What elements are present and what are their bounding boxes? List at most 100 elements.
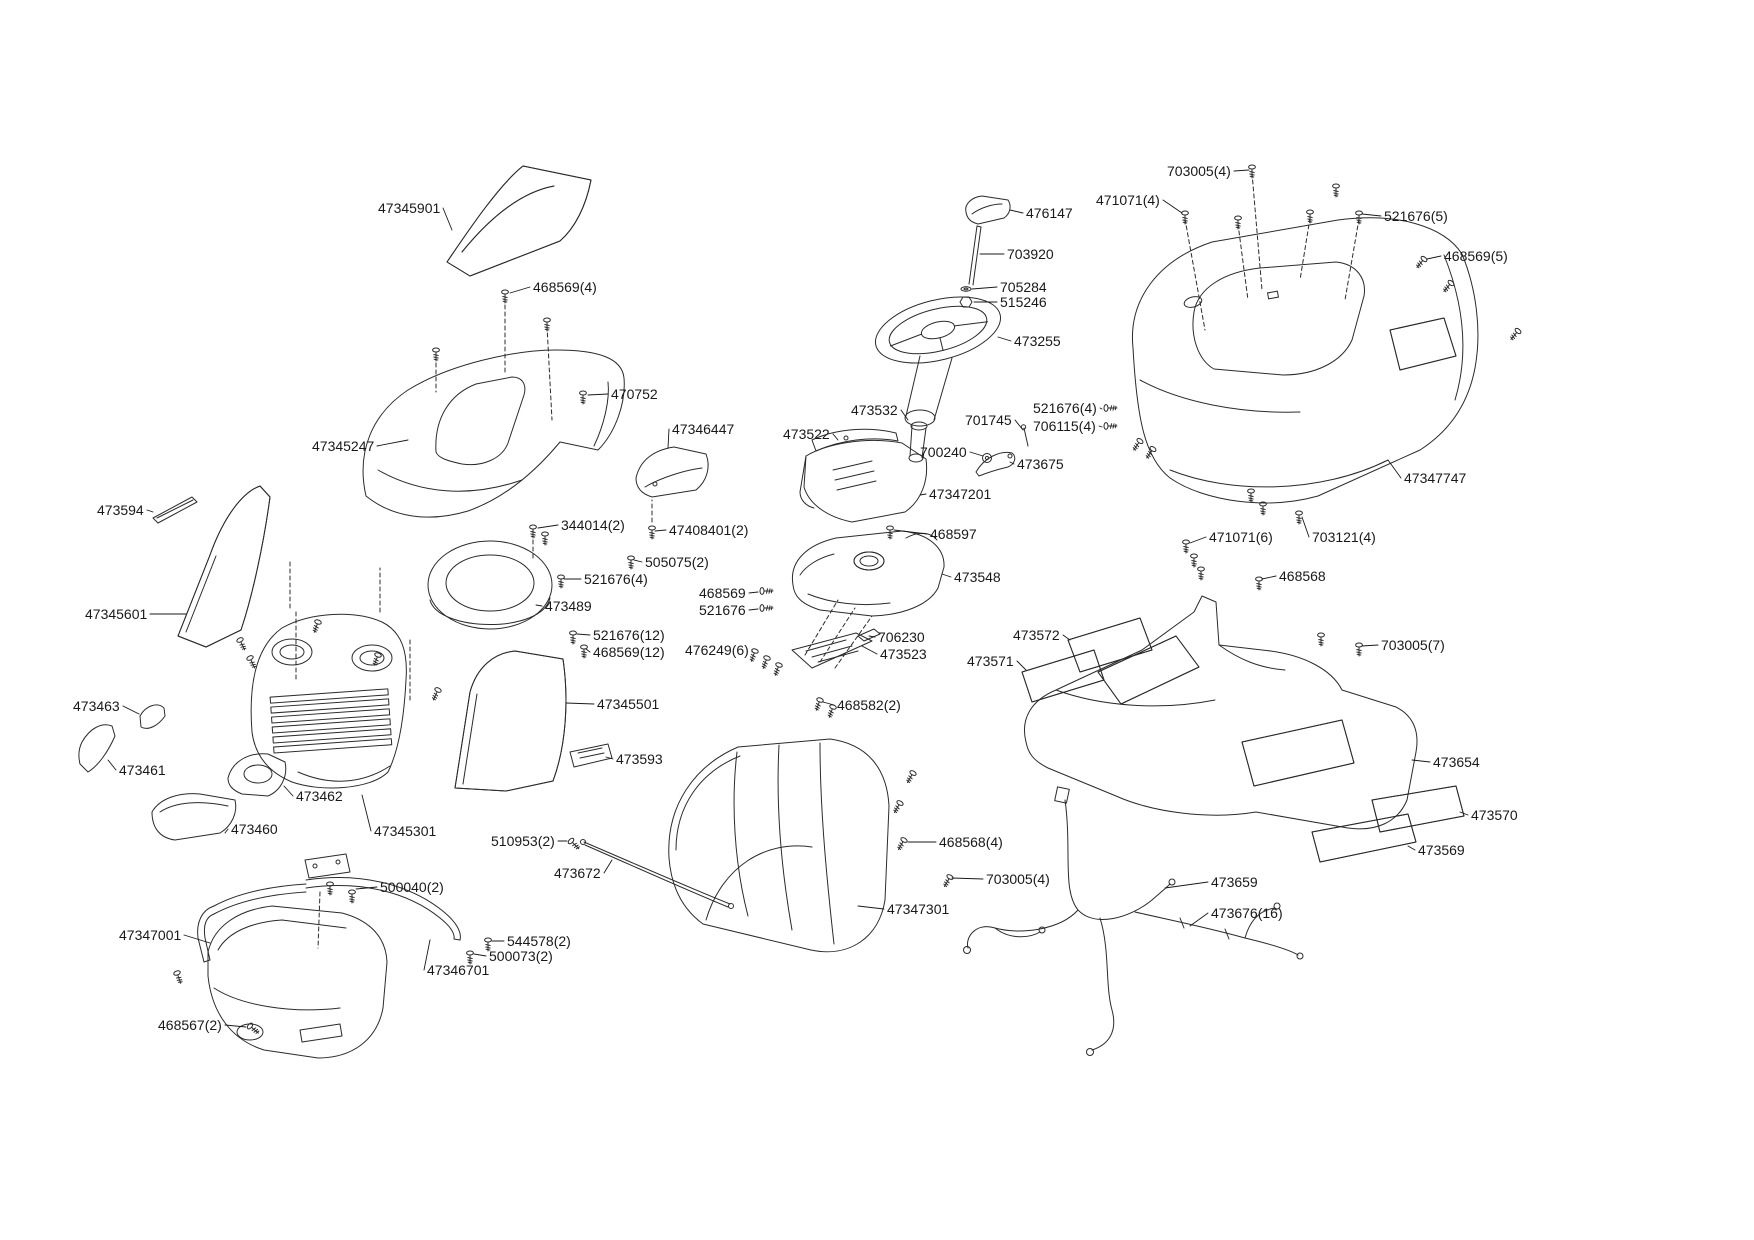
- part-label-473571: 473571: [967, 653, 1014, 669]
- leader-line: [535, 604, 543, 607]
- part-label-521676: 521676: [699, 602, 746, 618]
- leader-line: [603, 859, 613, 874]
- part-drawing-bumper-shell-47347001: [207, 905, 388, 1059]
- part-drawing-dash-bowl-473489: [427, 540, 553, 630]
- part-label-47408401-2: 47408401(2): [669, 522, 749, 538]
- part-drawing-right-mesh-panel-47345501: [454, 650, 567, 792]
- part-label-468567-2: 468567(2): [158, 1017, 222, 1033]
- leader-line: [654, 529, 667, 532]
- part-label-473675: 473675: [1017, 456, 1064, 472]
- leader-line: [919, 493, 927, 496]
- leader-line: [1233, 169, 1250, 172]
- leader-line: [224, 1024, 247, 1028]
- part-drawing-hood-top-47345247: [362, 349, 625, 518]
- part-drawing-body-shell-47347747: [1131, 217, 1479, 504]
- part-label-703920: 703920: [1007, 246, 1054, 262]
- leader-line: [822, 701, 835, 706]
- leader-line: [473, 953, 487, 957]
- part-label-476249-6: 476249(6): [685, 642, 749, 658]
- part-drawing-bracket-473460: [151, 793, 237, 841]
- part-label-521676-4: 521676(4): [1033, 400, 1097, 416]
- part-drawing-dash-strip-473522: [811, 428, 899, 452]
- leader-line: [1301, 516, 1310, 538]
- part-label-473463: 473463: [73, 698, 120, 714]
- part-label-468569-5: 468569(5): [1444, 248, 1508, 264]
- part-label-471071-6: 471071(6): [1209, 529, 1273, 545]
- part-label-521676-12: 521676(12): [593, 627, 665, 643]
- part-label-473659: 473659: [1211, 874, 1258, 890]
- leader-line: [1407, 845, 1416, 851]
- part-drawing-floor-pan-473654: [1024, 595, 1418, 830]
- leader-line: [748, 591, 759, 594]
- leader-line: [997, 336, 1012, 342]
- leader-line: [183, 934, 211, 944]
- part-drawing-mat-473570: [1371, 785, 1465, 833]
- leader-line: [442, 207, 453, 231]
- part-label-473593: 473593: [616, 751, 663, 767]
- part-label-701745: 701745: [965, 412, 1012, 428]
- part-drawing-left-mesh-panel-47345601: [177, 485, 271, 648]
- leader-line: [1016, 660, 1027, 671]
- leader-line: [1387, 459, 1402, 479]
- part-drawing-wiring-harness-473659: [963, 786, 1304, 1056]
- part-label-521676-4: 521676(4): [584, 571, 648, 587]
- leader-line: [1189, 536, 1207, 544]
- part-label-473489: 473489: [545, 598, 592, 614]
- part-label-468569-12: 468569(12): [593, 644, 665, 660]
- leader-line: [857, 905, 885, 910]
- leader-line: [1361, 644, 1379, 647]
- part-label-47345601: 47345601: [85, 606, 148, 622]
- leader-line: [376, 439, 409, 447]
- part-label-703005-4: 703005(4): [1167, 163, 1231, 179]
- leader-line: [1361, 213, 1382, 217]
- part-label-47345901: 47345901: [378, 200, 441, 216]
- part-drawing-support-rod-473672: [580, 839, 734, 909]
- part-drawing-bracket-473463: [139, 704, 166, 729]
- part-label-470752: 470752: [611, 386, 658, 402]
- leader-line: [565, 702, 595, 705]
- part-label-47346701: 47346701: [427, 962, 490, 978]
- part-label-473594: 473594: [97, 502, 144, 518]
- leader-line: [1062, 634, 1071, 641]
- part-label-473522: 473522: [783, 426, 830, 442]
- part-label-47346447: 47346447: [672, 421, 735, 437]
- part-label-703005-4: 703005(4): [986, 871, 1050, 887]
- part-label-473462: 473462: [296, 788, 343, 804]
- part-label-468568-4: 468568(4): [939, 834, 1003, 850]
- part-label-473255: 473255: [1014, 333, 1061, 349]
- part-label-468569-4: 468569(4): [533, 279, 597, 295]
- leader-line: [146, 509, 154, 513]
- leader-line: [1459, 811, 1469, 816]
- part-label-500073-2: 500073(2): [489, 948, 553, 964]
- leader-line: [1014, 419, 1024, 431]
- leader-lines-layer: [107, 169, 1469, 1028]
- part-label-500040-2: 500040(2): [380, 879, 444, 895]
- part-drawing-support-bar-47346701: [305, 877, 461, 941]
- part-drawing-sticker-panel-473523: [791, 632, 873, 669]
- part-label-47345301: 47345301: [374, 823, 437, 839]
- part-label-705284: 705284: [1000, 279, 1047, 295]
- part-label-706115-4: 706115(4): [1033, 418, 1096, 434]
- part-label-473676-16: 473676(16): [1211, 905, 1283, 921]
- leader-line: [893, 529, 928, 535]
- part-label-47347301: 47347301: [887, 901, 950, 917]
- leader-line: [832, 433, 839, 441]
- part-drawing-dash-tower-47347201: [799, 439, 928, 523]
- leader-line: [509, 286, 531, 294]
- part-label-473548: 473548: [954, 569, 1001, 585]
- part-label-47347747: 47347747: [1404, 470, 1467, 486]
- part-drawing-side-pod-47346447: [635, 446, 709, 498]
- part-label-468568: 468568: [1279, 568, 1326, 584]
- part-drawing-badge-473593: [569, 743, 613, 768]
- leader-line: [1426, 255, 1442, 260]
- leader-line: [576, 633, 591, 636]
- part-drawing-lever-473675: [975, 451, 1016, 477]
- part-label-510953-2: 510953(2): [491, 833, 555, 849]
- leader-line: [361, 794, 372, 832]
- part-drawing-mat-473572: [1067, 617, 1153, 673]
- part-drawing-key-shaft-703920: [968, 225, 982, 286]
- leader-line: [283, 785, 294, 797]
- part-label-468569: 468569: [699, 585, 746, 601]
